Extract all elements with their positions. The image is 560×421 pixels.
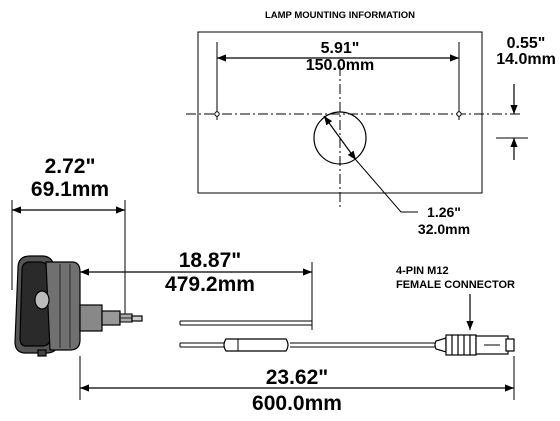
m12-connector	[434, 334, 515, 356]
offset-dimension	[496, 84, 528, 160]
mounting-plate	[186, 31, 522, 213]
connector-label-line1: 4-PIN M12	[396, 265, 449, 277]
offset-in: 0.55"	[507, 35, 546, 52]
hole-spacing-mm: 150.0mm	[306, 57, 375, 74]
lamp-depth-dimension	[11, 200, 126, 315]
cable	[179, 320, 436, 352]
hole-spacing-in: 5.91"	[321, 40, 360, 57]
center-bore	[313, 111, 367, 165]
lamp-depth-in: 2.72"	[45, 155, 96, 178]
overall-length-in: 23.62"	[266, 366, 329, 389]
mounting-hole-right	[456, 111, 462, 117]
overall-length-mm: 600.0mm	[252, 392, 342, 415]
bore-diameter-in: 1.26"	[427, 204, 461, 220]
splice-sleeve	[223, 338, 289, 352]
lead-length-in: 18.87"	[179, 249, 242, 272]
bore-diameter-mm: 32.0mm	[418, 221, 470, 237]
mounting-hole-left	[214, 111, 220, 117]
drawing-title: LAMP MOUNTING INFORMATION	[265, 10, 415, 21]
offset-mm: 14.0mm	[496, 51, 556, 68]
lamp-depth-mm: 69.1mm	[31, 178, 109, 201]
lamp-body	[14, 255, 143, 357]
lead-length-mm: 479.2mm	[165, 273, 255, 296]
connector-label-line2: FEMALE CONNECTOR	[396, 279, 515, 291]
